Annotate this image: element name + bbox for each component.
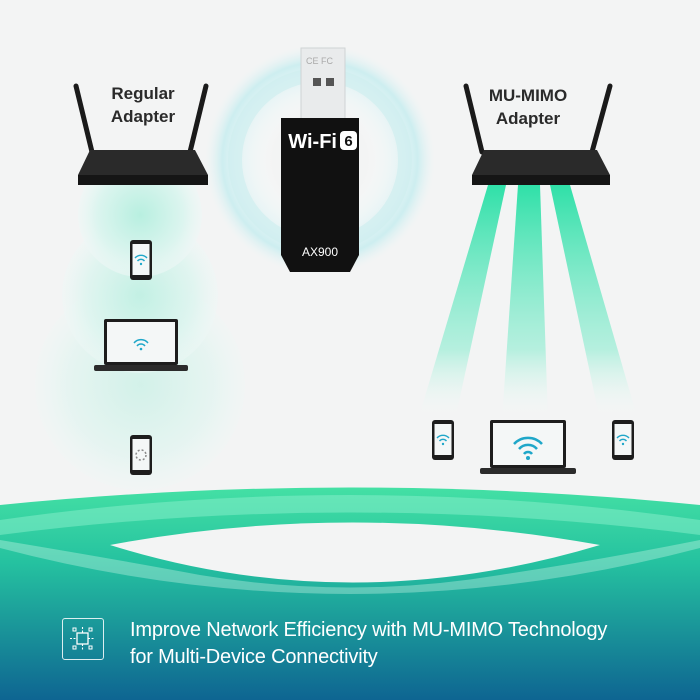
phone-device [130,240,152,280]
footer-line-2: for Multi-Device Connectivity [130,646,378,668]
laptop-device [94,319,188,371]
chip-network-icon [62,618,104,660]
mu-mimo-beams [418,185,638,420]
mu-mimo-label-1: MU-MIMO [489,86,567,105]
certification-marks: CE FC [306,56,334,66]
phone-device [612,420,634,460]
regular-coverage-circles [35,153,245,490]
footer-caption: Improve Network Efficiency with MU-MIMO … [130,617,607,671]
regular-adapter-label-1: Regular [111,84,175,103]
footer-line-1: Improve Network Efficiency with MU-MIMO … [130,619,608,641]
regular-router [73,83,209,185]
adapter-model: AX900 [302,245,338,259]
mu-mimo-router [463,83,613,185]
wifi-brand: Wi-Fi [288,131,337,153]
wifi6-usb-adapter: CE FC Wi-Fi 6 AX900 [281,47,359,272]
wifi-generation-number: 6 [344,133,352,150]
mu-mimo-label-2: Adapter [496,109,561,128]
phone-device [432,420,454,460]
regular-adapter-label-2: Adapter [111,107,176,126]
footer-wave [0,487,700,700]
phone-device-loading [130,435,152,475]
laptop-device [480,420,576,474]
